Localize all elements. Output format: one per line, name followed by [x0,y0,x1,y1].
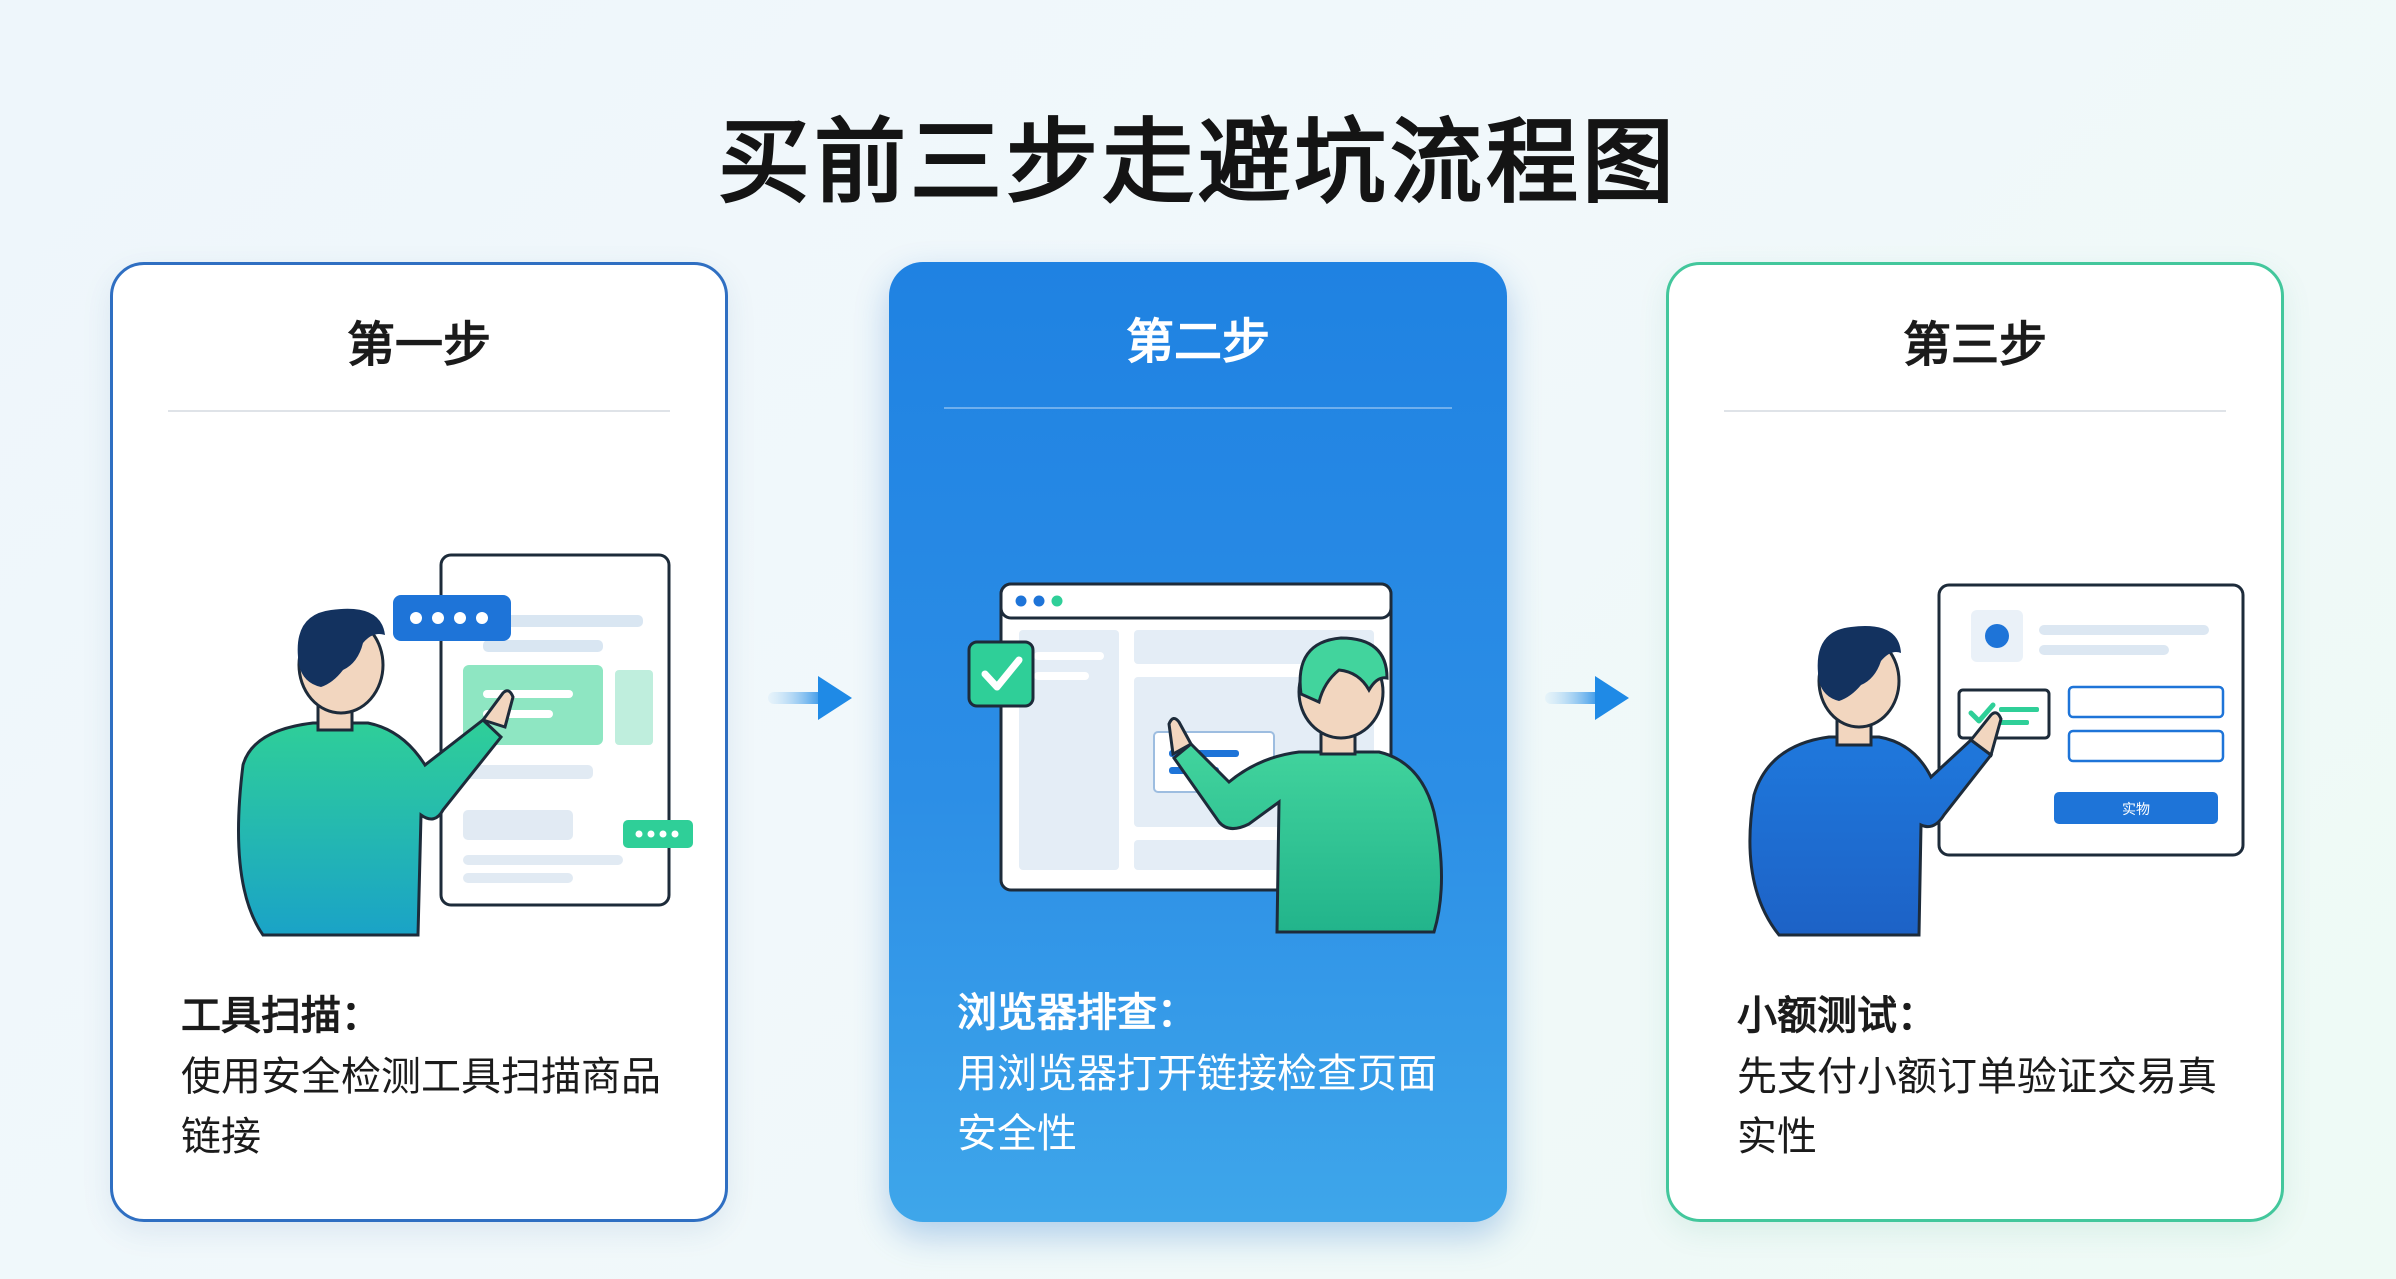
step-heading: 浏览器排查： [957,990,1197,1036]
divider [168,410,670,412]
step-description: 使用安全检测工具扫描商品链接 [181,1054,661,1160]
tool-scan-illustration [237,553,693,937]
form-button-label: 实物 [2122,802,2150,818]
document-icon [439,553,671,907]
step-label: 第二步 [1125,314,1270,370]
step-label: 第三步 [1902,317,2047,373]
form-icon: 实物 [1937,583,2245,857]
step-heading: 工具扫描： [181,993,381,1039]
step-card-1: 第一步 [110,262,728,1222]
browser-check-illustration [967,582,1443,934]
step-label: 第一步 [346,317,491,373]
person-pointing-icon [237,608,515,937]
dots-badge-icon [393,595,693,848]
step-description: 先支付小额订单验证交易真实性 [1737,1054,2217,1160]
person-pointing-icon [1748,626,2003,937]
step-card-2: 第二步 [889,262,1507,1222]
checkmark-icon [967,640,1035,708]
arrow-right-icon [768,676,852,720]
step-card-3: 第三步 实物 小额测试 [1666,262,2284,1222]
divider [1724,410,2226,412]
arrow-right-icon [1545,676,1629,720]
divider [944,407,1452,409]
small-payment-test-illustration: 实物 [1748,583,2245,937]
person-pointing-icon [1167,636,1443,934]
step-description: 用浏览器打开链接检查页面安全性 [957,1051,1437,1157]
step-heading: 小额测试： [1737,993,1937,1039]
page-title: 买前三步走避坑流程图 [717,109,1678,216]
